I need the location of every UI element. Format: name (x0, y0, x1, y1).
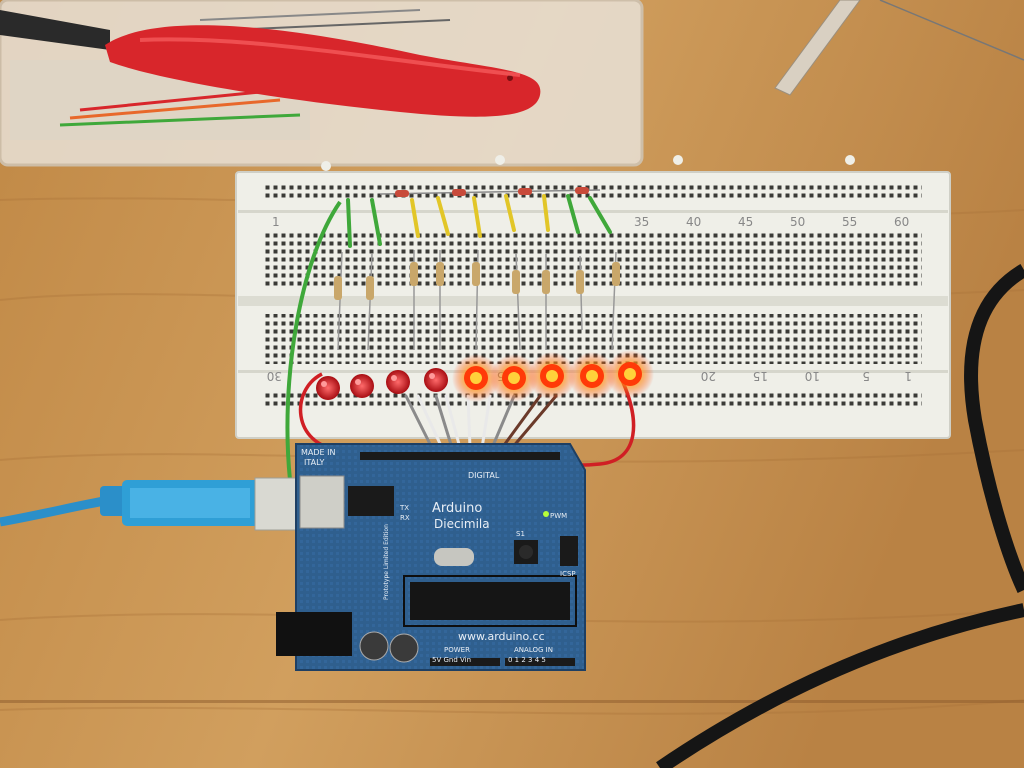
pliers (0, 10, 541, 117)
ic-socket (403, 575, 577, 627)
col-number: 10 (805, 369, 820, 383)
led-9 (606, 350, 654, 398)
jumper-wires-upper (346, 194, 612, 248)
led-to-arduino-wires (404, 394, 558, 450)
usb-b-port (299, 475, 345, 529)
reset-button-cap (519, 545, 533, 559)
rx-label: RX (400, 514, 410, 522)
col-number: 45 (738, 215, 753, 229)
proto-label: Prototype Limited Edition (383, 524, 390, 600)
led-hotspot (546, 370, 558, 382)
col-number: 1 (904, 369, 912, 383)
col-number: 60 (894, 215, 909, 229)
rail-resistors (379, 187, 601, 197)
pwr-led (543, 511, 549, 517)
power-header (430, 658, 500, 666)
metal-strip (774, 0, 861, 96)
pwm-label: PWM (550, 512, 567, 520)
loose-resistor (879, 0, 1024, 61)
col-number: 20 (701, 369, 716, 383)
led-hotspot (586, 370, 598, 382)
power-jack (276, 612, 352, 656)
icsp-header (560, 536, 578, 566)
col-number: 55 (842, 215, 857, 229)
power-label: POWER (444, 646, 470, 654)
led-1 (316, 376, 340, 400)
led-hotspot (470, 372, 482, 384)
analog-pins-label: 0 1 2 3 4 5 (508, 656, 546, 664)
led-highlight (321, 381, 327, 387)
led-hotspot (508, 372, 520, 384)
black-cable-lower (656, 603, 1024, 768)
arduino-model: Diecimila (434, 517, 490, 531)
arduino-brand: Arduino (432, 501, 482, 516)
led-highlight (429, 373, 435, 379)
black-cable (964, 263, 1024, 593)
col-number: 15 (753, 369, 768, 383)
capacitor (359, 631, 389, 661)
italy-label: ITALY (304, 458, 324, 467)
col-number: 5 (862, 369, 870, 383)
led-resistors (334, 249, 620, 351)
crystal (434, 548, 474, 566)
led-8 (568, 352, 616, 400)
column-numbers-top: 1 35 40 45 50 55 60 (272, 215, 909, 229)
analog-label: ANALOG IN (514, 646, 553, 654)
ftdi-chip (348, 486, 394, 516)
led-body (424, 368, 448, 392)
led-body (386, 370, 410, 394)
led-hotspot (624, 368, 636, 380)
col-number: 1 (272, 215, 280, 229)
led-body (350, 374, 374, 398)
arduino-board: MADE IN ITALY DIGITAL Arduino Diecimila … (276, 443, 586, 671)
col-number: 35 (634, 215, 649, 229)
led-highlight (391, 375, 397, 381)
atmega-chip (410, 582, 570, 620)
digital-header (360, 452, 560, 460)
icsp-label: ICSP (560, 570, 576, 578)
url-label: www.arduino.cc (458, 630, 545, 643)
breadboard: 1 35 40 45 50 55 60 30 25 20 15 10 5 1 (235, 155, 951, 439)
desk-board-seam (0, 700, 1024, 703)
tx-label: TX (399, 504, 409, 512)
analog-header (505, 658, 575, 666)
digital-label: DIGITAL (468, 471, 500, 480)
col-number: 40 (686, 215, 701, 229)
led-4 (424, 368, 448, 392)
led-3 (386, 370, 410, 394)
s1-label: S1 (516, 530, 525, 538)
led-row (316, 350, 654, 402)
led-body (316, 376, 340, 400)
breadboard-tabs (321, 155, 855, 171)
led-6 (490, 354, 538, 402)
led-2 (350, 374, 374, 398)
made-in-label: MADE IN (301, 448, 335, 457)
col-number: 30 (267, 369, 282, 383)
capacitor (389, 633, 419, 663)
led-5 (452, 354, 500, 402)
power-pins-label: 5V Gnd Vin (432, 656, 471, 664)
col-number: 50 (790, 215, 805, 229)
terminal-strip-upper (262, 232, 922, 288)
led-7 (528, 352, 576, 400)
led-highlight (355, 379, 361, 385)
